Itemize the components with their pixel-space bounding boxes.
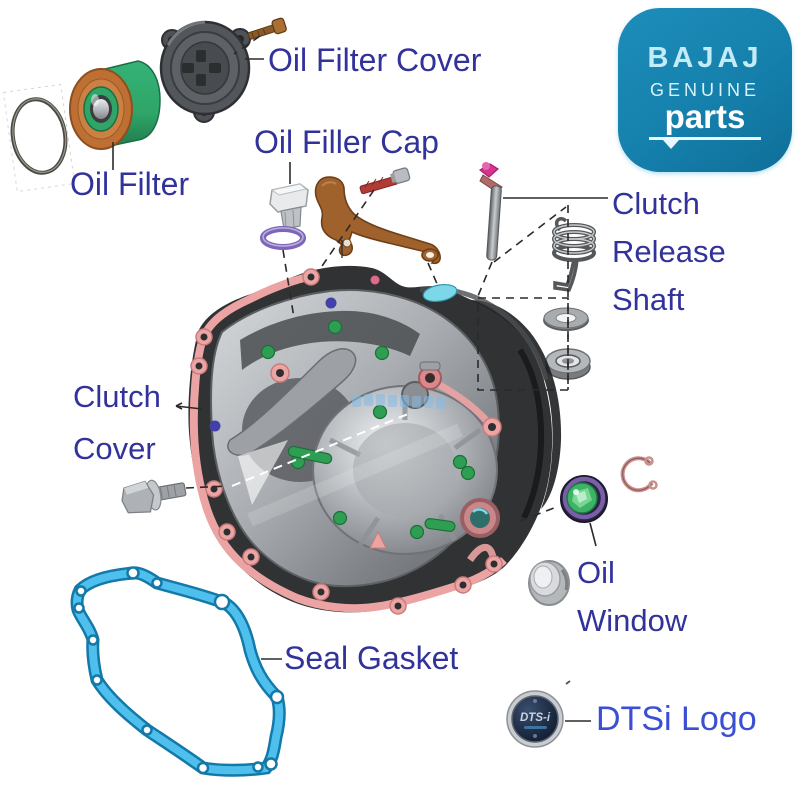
washer bbox=[543, 307, 589, 331]
label-oil-filter: Oil Filter bbox=[70, 166, 190, 202]
cyan-patch bbox=[422, 283, 458, 303]
leader-lines bbox=[112, 58, 608, 722]
label-line: Release bbox=[612, 234, 726, 269]
oil-filler-cap-part bbox=[269, 183, 309, 230]
bajaj-genuine-parts-logo: BAJAJ GENUINE parts bbox=[618, 8, 792, 172]
label-clutch-release-shaft: Clutch Release Shaft bbox=[612, 180, 726, 324]
clutch-cover-part bbox=[188, 265, 562, 615]
label-oil-window: Oil Window bbox=[577, 549, 687, 645]
parts-underline bbox=[649, 137, 761, 149]
oil-filter bbox=[69, 60, 161, 150]
genuine-text: GENUINE bbox=[649, 80, 760, 100]
watermark bbox=[352, 394, 445, 409]
pink-triangle bbox=[369, 530, 387, 549]
mount-bolt bbox=[121, 479, 187, 514]
label-line: Clutch bbox=[73, 379, 161, 414]
label-line: Clutch bbox=[612, 186, 700, 221]
label-seal-gasket: Seal Gasket bbox=[284, 640, 459, 676]
down-arrow-icon bbox=[663, 140, 679, 149]
clutch-lever bbox=[314, 176, 441, 264]
pink-boss bbox=[418, 361, 442, 390]
bolt-markers-green bbox=[260, 319, 476, 540]
return-spring bbox=[552, 217, 596, 292]
svg-text:DTS-i: DTS-i bbox=[520, 712, 551, 724]
cover-bolt bbox=[247, 17, 287, 40]
label-oil-filler-cap: Oil Filler Cap bbox=[254, 124, 439, 160]
label-oil-filter-cover: Oil Filter Cover bbox=[268, 42, 482, 78]
label-line: Window bbox=[577, 603, 688, 638]
label-line: Cover bbox=[73, 431, 156, 466]
o-ring bbox=[2, 83, 76, 193]
lever-bolt bbox=[359, 167, 411, 195]
dtsi-badge: DTS-i bbox=[506, 680, 571, 748]
label-line: Oil bbox=[577, 555, 615, 590]
bearing-seal bbox=[528, 560, 570, 606]
seal-gasket-part bbox=[70, 566, 286, 777]
pink-dot bbox=[370, 275, 380, 285]
construction-lines bbox=[185, 35, 569, 522]
oil-window-part bbox=[560, 475, 608, 523]
label-dtsi-logo: DTSi Logo bbox=[596, 700, 757, 738]
oil-filter-cover-part bbox=[159, 20, 251, 123]
filler-cap-o-ring bbox=[260, 226, 306, 250]
window-port bbox=[460, 498, 500, 538]
clutch-release-shaft-part bbox=[478, 162, 503, 261]
label-line: Shaft bbox=[612, 282, 685, 317]
bolt-markers-blue bbox=[209, 297, 337, 432]
parts-text: parts bbox=[664, 98, 746, 135]
circlip bbox=[620, 456, 658, 493]
gasket-eyelets bbox=[190, 268, 503, 615]
label-clutch-cover: Clutch Cover bbox=[73, 371, 161, 475]
bajaj-brand-text: BAJAJ bbox=[647, 42, 763, 74]
